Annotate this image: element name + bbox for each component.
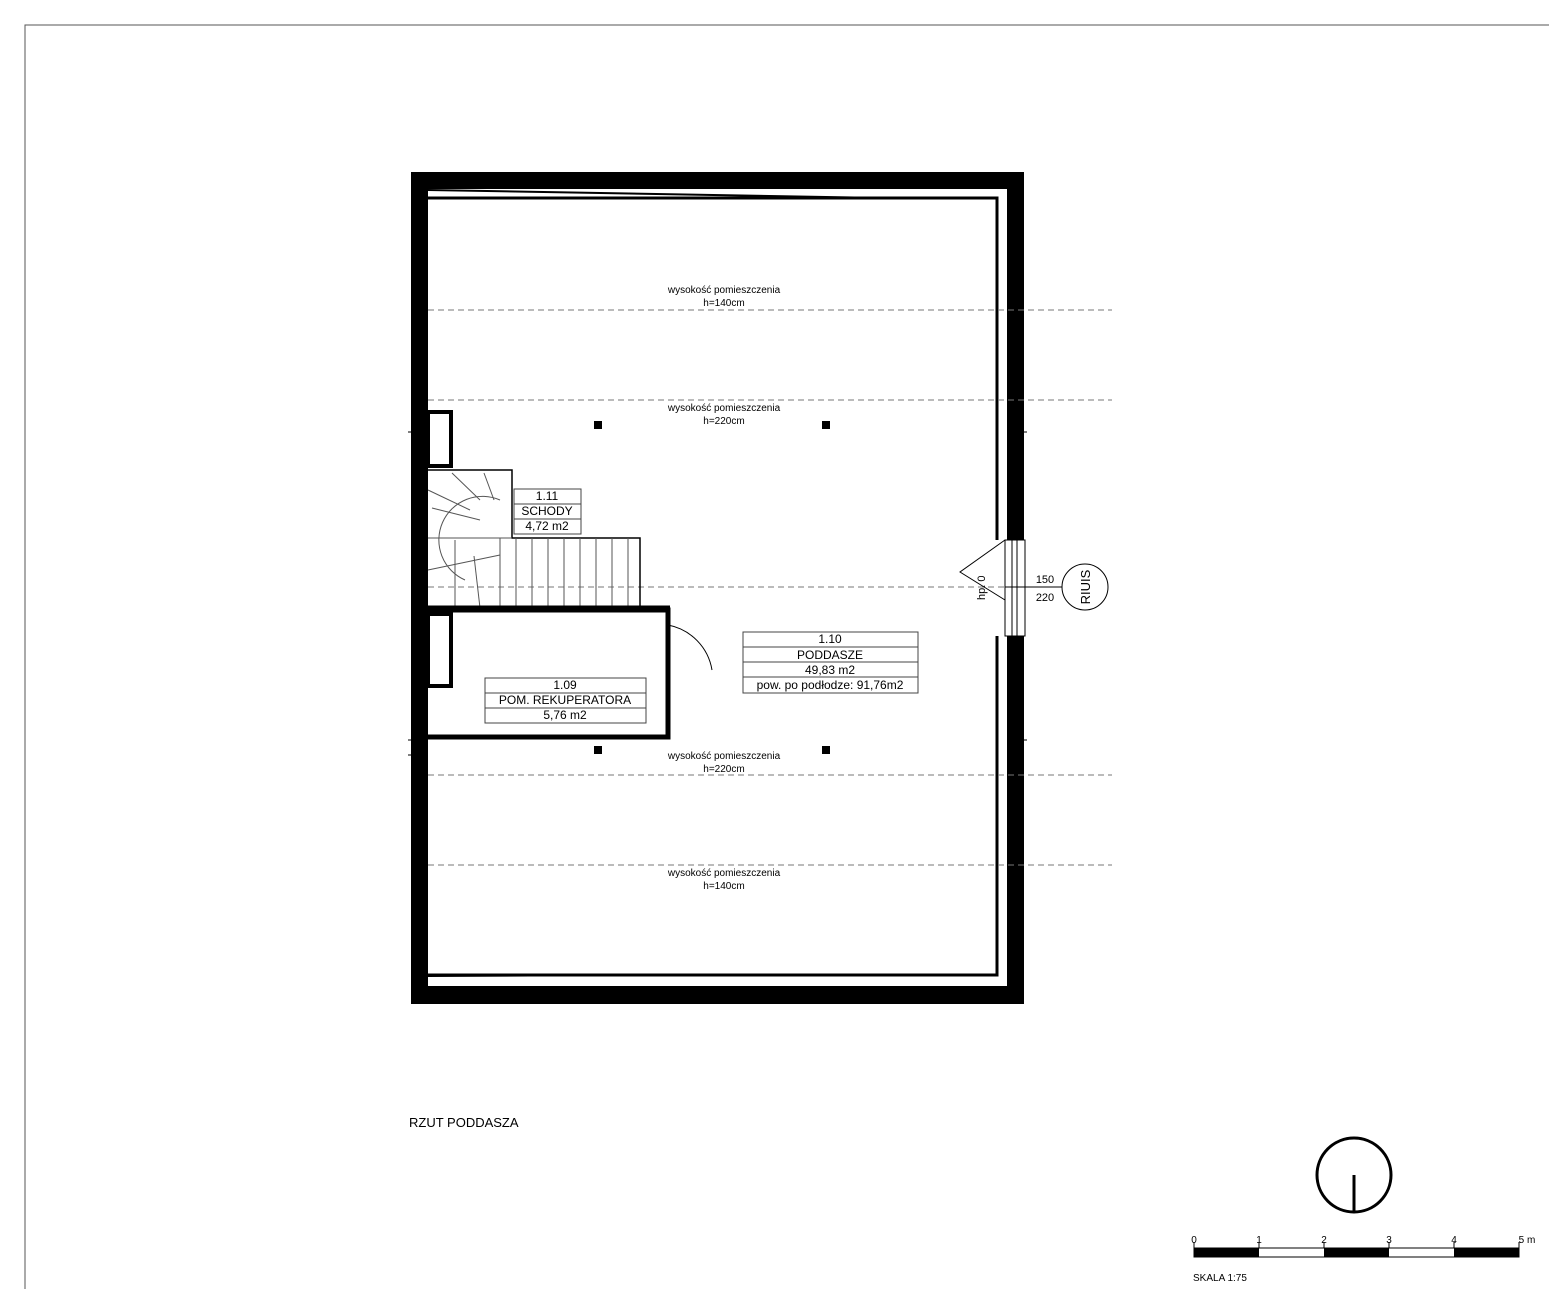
room-label-schody: 1.11 SCHODY 4,72 m2 <box>513 488 582 535</box>
schody-name: SCHODY <box>521 504 572 518</box>
ceiling-label-top: wysokość pomieszczenia <box>667 285 781 296</box>
ceiling-value-top: h=140cm <box>703 298 744 309</box>
window-sill-label: hp. 0 <box>976 576 988 600</box>
rekuperator-number: 1.09 <box>553 678 577 692</box>
window: hp. 0 150 220 RIUIS <box>959 539 1109 637</box>
ceiling-value-upper-mid: h=220cm <box>703 416 744 427</box>
window-height: 220 <box>1036 592 1054 604</box>
ceiling-label-bottom: wysokość pomieszczenia <box>667 868 781 879</box>
scale-tick-5: 5 m <box>1519 1235 1536 1246</box>
drawing-title: RZUT PODDASZA <box>409 1115 519 1130</box>
scale-tick-4: 4 <box>1451 1235 1457 1246</box>
ceiling-height-lines <box>428 309 1112 866</box>
window-type-code: RIUIS <box>1078 569 1093 604</box>
wall-notches <box>408 431 1027 756</box>
ventilation-shafts <box>426 410 453 688</box>
door-swing <box>667 624 713 680</box>
ceiling-value-lower-mid: h=220cm <box>703 764 744 775</box>
window-width: 150 <box>1036 574 1054 586</box>
poddasze-area: 49,83 m2 <box>805 663 855 677</box>
scale-tick-0: 0 <box>1191 1235 1197 1246</box>
scale-caption: SKALA 1:75 <box>1193 1273 1247 1284</box>
poddasze-floor-area: pow. po podłodze: 91,76m2 <box>757 678 904 692</box>
ceiling-label-lower-mid: wysokość pomieszczenia <box>667 751 781 762</box>
rekuperator-name: POM. REKUPERATORA <box>499 693 631 707</box>
schody-number: 1.11 <box>536 489 559 503</box>
scale-tick-1: 1 <box>1256 1235 1262 1246</box>
corner-markers <box>440 176 983 1000</box>
inner-wall-outline <box>428 196 999 977</box>
ceiling-value-bottom: h=140cm <box>703 881 744 892</box>
outer-walls <box>411 172 1024 1004</box>
rekuperator-area: 5,76 m2 <box>543 708 587 722</box>
scale-tick-2: 2 <box>1321 1235 1327 1246</box>
poddasze-name: PODDASZE <box>797 648 863 662</box>
schody-area: 4,72 m2 <box>525 519 569 533</box>
room-label-rekuperator: 1.09 POM. REKUPERATORA 5,76 m2 <box>484 677 647 724</box>
north-arrow-symbol <box>1315 1136 1393 1214</box>
scale-tick-3: 3 <box>1386 1235 1392 1246</box>
sheet-border <box>24 24 1549 1289</box>
roof-posts <box>594 421 830 754</box>
room-label-poddasze: 1.10 PODDASZE 49,83 m2 pow. po podłodze:… <box>742 631 919 694</box>
ceiling-label-upper-mid: wysokość pomieszczenia <box>667 403 781 414</box>
scale-bar: 0 1 2 3 4 5 m SKALA 1:75 <box>1191 1235 1535 1284</box>
poddasze-number: 1.10 <box>818 632 842 646</box>
